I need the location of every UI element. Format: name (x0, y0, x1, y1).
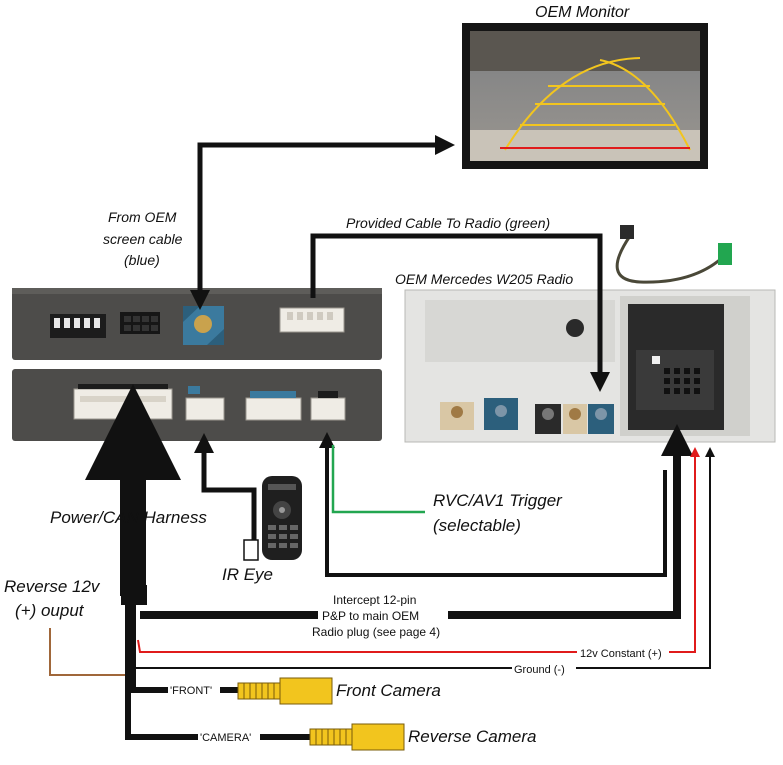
cable-ir-eye (194, 433, 259, 561)
power-can-label: Power/CAN Harness (50, 508, 207, 527)
parking-guide-lines (504, 57, 691, 151)
white-port-trigger (310, 391, 346, 421)
oem-radio-label: OEM Mercedes W205 Radio (395, 271, 573, 287)
cable-reverse-output (49, 628, 128, 676)
ir-remote-icon (262, 476, 302, 560)
oem-monitor (462, 23, 708, 169)
cable-rvc-trigger (319, 432, 667, 577)
ground-label: Ground (-) (514, 664, 565, 676)
cable-12v-constant (137, 447, 700, 653)
cable-reverse-camera (125, 605, 312, 740)
front-camera-label: Front Camera (336, 681, 441, 700)
from-oem-label-3: (blue) (124, 252, 160, 268)
cable-oem-screen-to-monitor (190, 135, 455, 310)
rvc-trigger-label-2: (selectable) (433, 516, 521, 535)
cable-to-radio-green (310, 233, 610, 392)
white-port-16pin (73, 384, 173, 420)
rvc-trigger-label-1: RVC/AV1 Trigger (433, 491, 563, 510)
oem-radio-unit (404, 289, 776, 443)
intercept-label-3: Radio plug (see page 4) (312, 625, 440, 639)
from-oem-label-2: screen cable (103, 231, 183, 247)
reverse-12v-label-1: Reverse 12v (4, 577, 101, 596)
white-port-6pin (245, 391, 302, 421)
radio-cable-photo (615, 225, 732, 284)
constant-12v-label: 12v Constant (+) (580, 648, 662, 660)
intercept-label-2: P&P to main OEM (322, 609, 419, 623)
radio-fakra-ports (440, 398, 614, 434)
dip-switch (50, 314, 106, 338)
oem-monitor-label: OEM Monitor (535, 4, 630, 21)
reverse-12v-label-2: (+) ouput (15, 601, 85, 620)
interface-module-bottom (12, 369, 382, 441)
cable-power-can (85, 384, 181, 605)
camera-tag-label: 'CAMERA' (200, 732, 251, 744)
front-camera-connector (237, 677, 333, 705)
interface-module-top (12, 288, 382, 360)
white-port-top (279, 307, 345, 333)
reverse-camera-label: Reverse Camera (408, 727, 537, 746)
front-tag-label: 'FRONT' (170, 685, 212, 697)
fakra-blue-port (183, 306, 224, 345)
white-port-ir (185, 386, 225, 421)
provided-cable-label: Provided Cable To Radio (green) (346, 215, 550, 231)
ir-eye-label: IR Eye (222, 565, 273, 584)
cable-intercept-12pin (140, 424, 693, 619)
reverse-camera-connector (309, 723, 405, 751)
black-connector (120, 312, 160, 334)
cable-ground (136, 447, 715, 669)
from-oem-label-1: From OEM (108, 209, 177, 225)
intercept-label-1: Intercept 12-pin (333, 593, 416, 607)
